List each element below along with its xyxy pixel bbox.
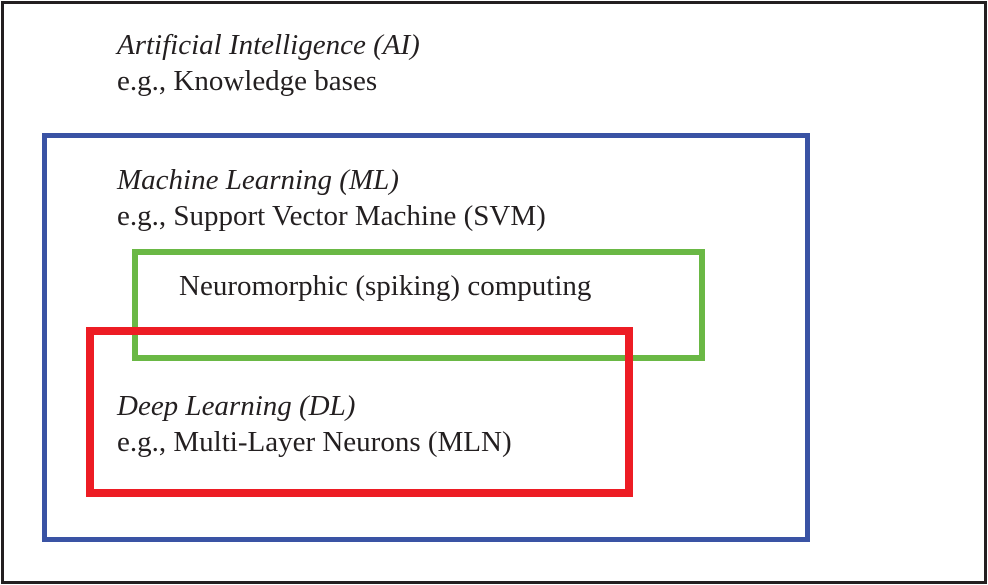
ai-example: e.g., Knowledge bases [117,65,378,97]
dl-region-box [86,327,633,497]
ml-title: Machine Learning (ML) [117,164,399,196]
dl-title: Deep Learning (DL) [117,390,356,422]
neuromorphic-title: Neuromorphic (spiking) computing [179,270,592,302]
ml-label: Machine Learning (ML) e.g., Support Vect… [117,162,546,234]
ml-example: e.g., Support Vector Machine (SVM) [117,200,546,232]
neuromorphic-region-box [132,249,705,361]
ai-title: Artificial Intelligence (AI) [117,29,420,61]
neuromorphic-label: Neuromorphic (spiking) computing [179,268,591,304]
ai-label: Artificial Intelligence (AI) e.g., Knowl… [117,27,420,99]
ml-region-box [42,133,810,542]
dl-label: Deep Learning (DL) e.g., Multi-Layer Neu… [117,388,512,460]
dl-example: e.g., Multi-Layer Neurons (MLN) [117,426,512,458]
